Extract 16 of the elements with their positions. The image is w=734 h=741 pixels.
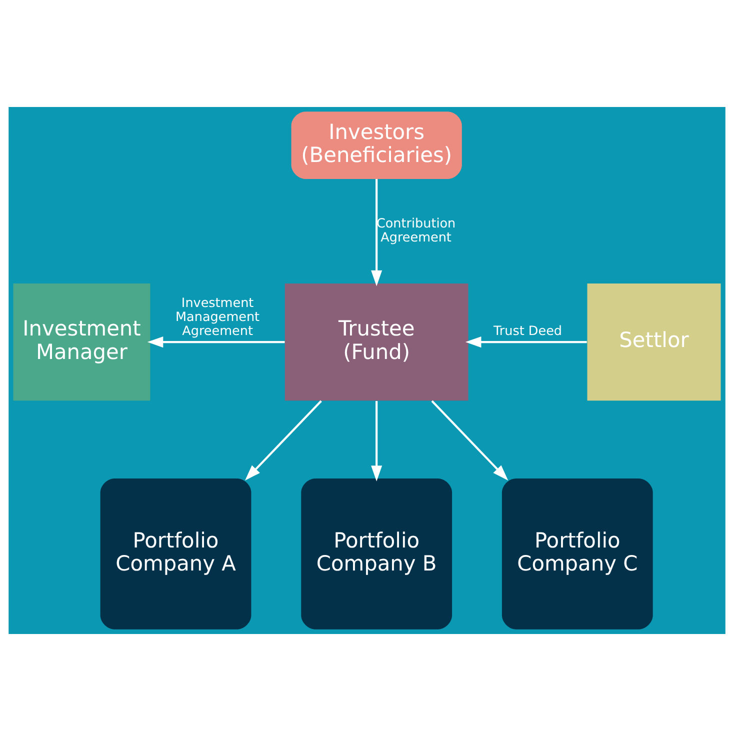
- edge-label: Trust Deed: [494, 324, 562, 339]
- node-box: Portfolio Company B: [301, 478, 452, 630]
- arrow: [245, 400, 322, 480]
- arrow: [465, 336, 587, 348]
- arrow: [147, 336, 285, 348]
- arrow: [371, 179, 382, 286]
- edge-label: Investment Management Agreement: [176, 296, 260, 339]
- arrow: [431, 400, 508, 480]
- node-box: Settlor: [587, 283, 721, 401]
- node-box: Investors (Beneficiaries): [291, 112, 462, 179]
- edge-label: Contribution Agreement: [376, 216, 456, 246]
- node-box: Trustee (Fund): [284, 283, 468, 401]
- node-box: Investment Manager: [13, 283, 150, 401]
- node-box: Portfolio Company A: [100, 478, 252, 630]
- arrow: [371, 401, 382, 482]
- node-box: Portfolio Company C: [502, 478, 653, 630]
